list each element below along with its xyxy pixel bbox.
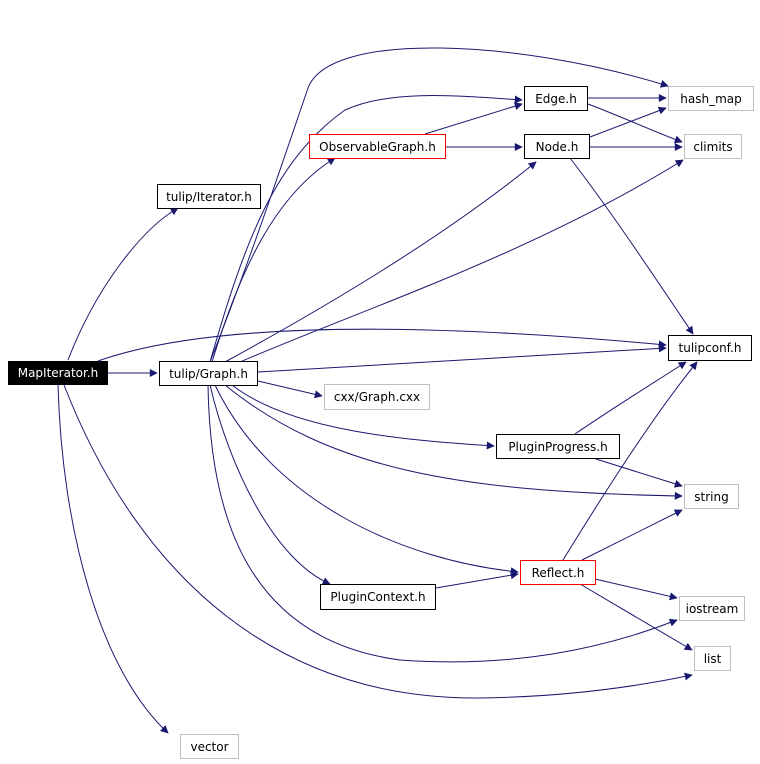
edge-mapiterator-to-vector — [57, 384, 169, 734]
edge-node-to-tulipconf — [569, 157, 694, 335]
edge-progress-to-string — [595, 458, 683, 488]
edge-mapiterator-to-list — [63, 384, 693, 699]
node-mapiterator[interactable]: MapIterator.h — [8, 361, 108, 385]
node-plugin-progress[interactable]: PluginProgress.h — [496, 434, 620, 459]
node-climits[interactable]: climits — [684, 134, 742, 159]
edge-graph-to-plugin-progress — [231, 384, 495, 450]
node-list[interactable]: list — [694, 646, 731, 671]
edge-reflect-to-iostream — [594, 578, 678, 601]
edge-graph-to-iostream — [207, 384, 678, 663]
edge-observable-to-edge — [424, 102, 523, 135]
edge-graph-to-climits — [239, 159, 684, 363]
node-tulip-graph[interactable]: tulip/Graph.h — [159, 361, 258, 386]
edge-reflect-to-tulipconf — [562, 361, 698, 561]
node-hash-map[interactable]: hash_map — [668, 86, 754, 111]
node-edge[interactable]: Edge.h — [524, 86, 588, 111]
edge-node-to-hash-map — [589, 106, 667, 138]
edge-mapiterator-to-tulipconf — [97, 328, 667, 362]
node-reflect[interactable]: Reflect.h — [520, 560, 596, 585]
edge-graph-to-reflect — [214, 384, 519, 576]
edge-mapiterator-to-tulip-iterator — [67, 207, 179, 361]
edge-graph-to-tulipconf — [257, 344, 667, 373]
node-cxx-graph[interactable]: cxx/Graph.cxx — [324, 384, 430, 410]
node-iostream[interactable]: iostream — [679, 596, 745, 621]
node-observable-graph[interactable]: ObservableGraph.h — [309, 134, 446, 159]
edge-graph-to-cxx-graph — [257, 380, 323, 399]
edge-graph-to-node — [224, 161, 537, 363]
edge-reflect-to-list — [579, 583, 693, 651]
edge-edge-to-climits — [587, 103, 683, 144]
edge-context-to-reflect — [435, 571, 519, 589]
edge-graph-to-hash-map — [209, 47, 669, 363]
edge-graph-to-edge — [209, 95, 523, 363]
node-tulipconf[interactable]: tulipconf.h — [668, 335, 752, 361]
edge-graph-to-plugin-context — [209, 384, 331, 585]
node-node[interactable]: Node.h — [524, 134, 590, 159]
node-string[interactable]: string — [684, 484, 739, 509]
node-vector[interactable]: vector — [180, 734, 239, 759]
node-plugin-context[interactable]: PluginContext.h — [320, 584, 436, 610]
node-tulip-iterator[interactable]: tulip/Iterator.h — [157, 184, 261, 209]
edge-reflect-to-string — [581, 509, 683, 561]
edge-graph-to-string — [224, 384, 683, 500]
edge-progress-to-tulipconf — [574, 361, 687, 435]
edge-graph-to-observable — [211, 157, 336, 363]
